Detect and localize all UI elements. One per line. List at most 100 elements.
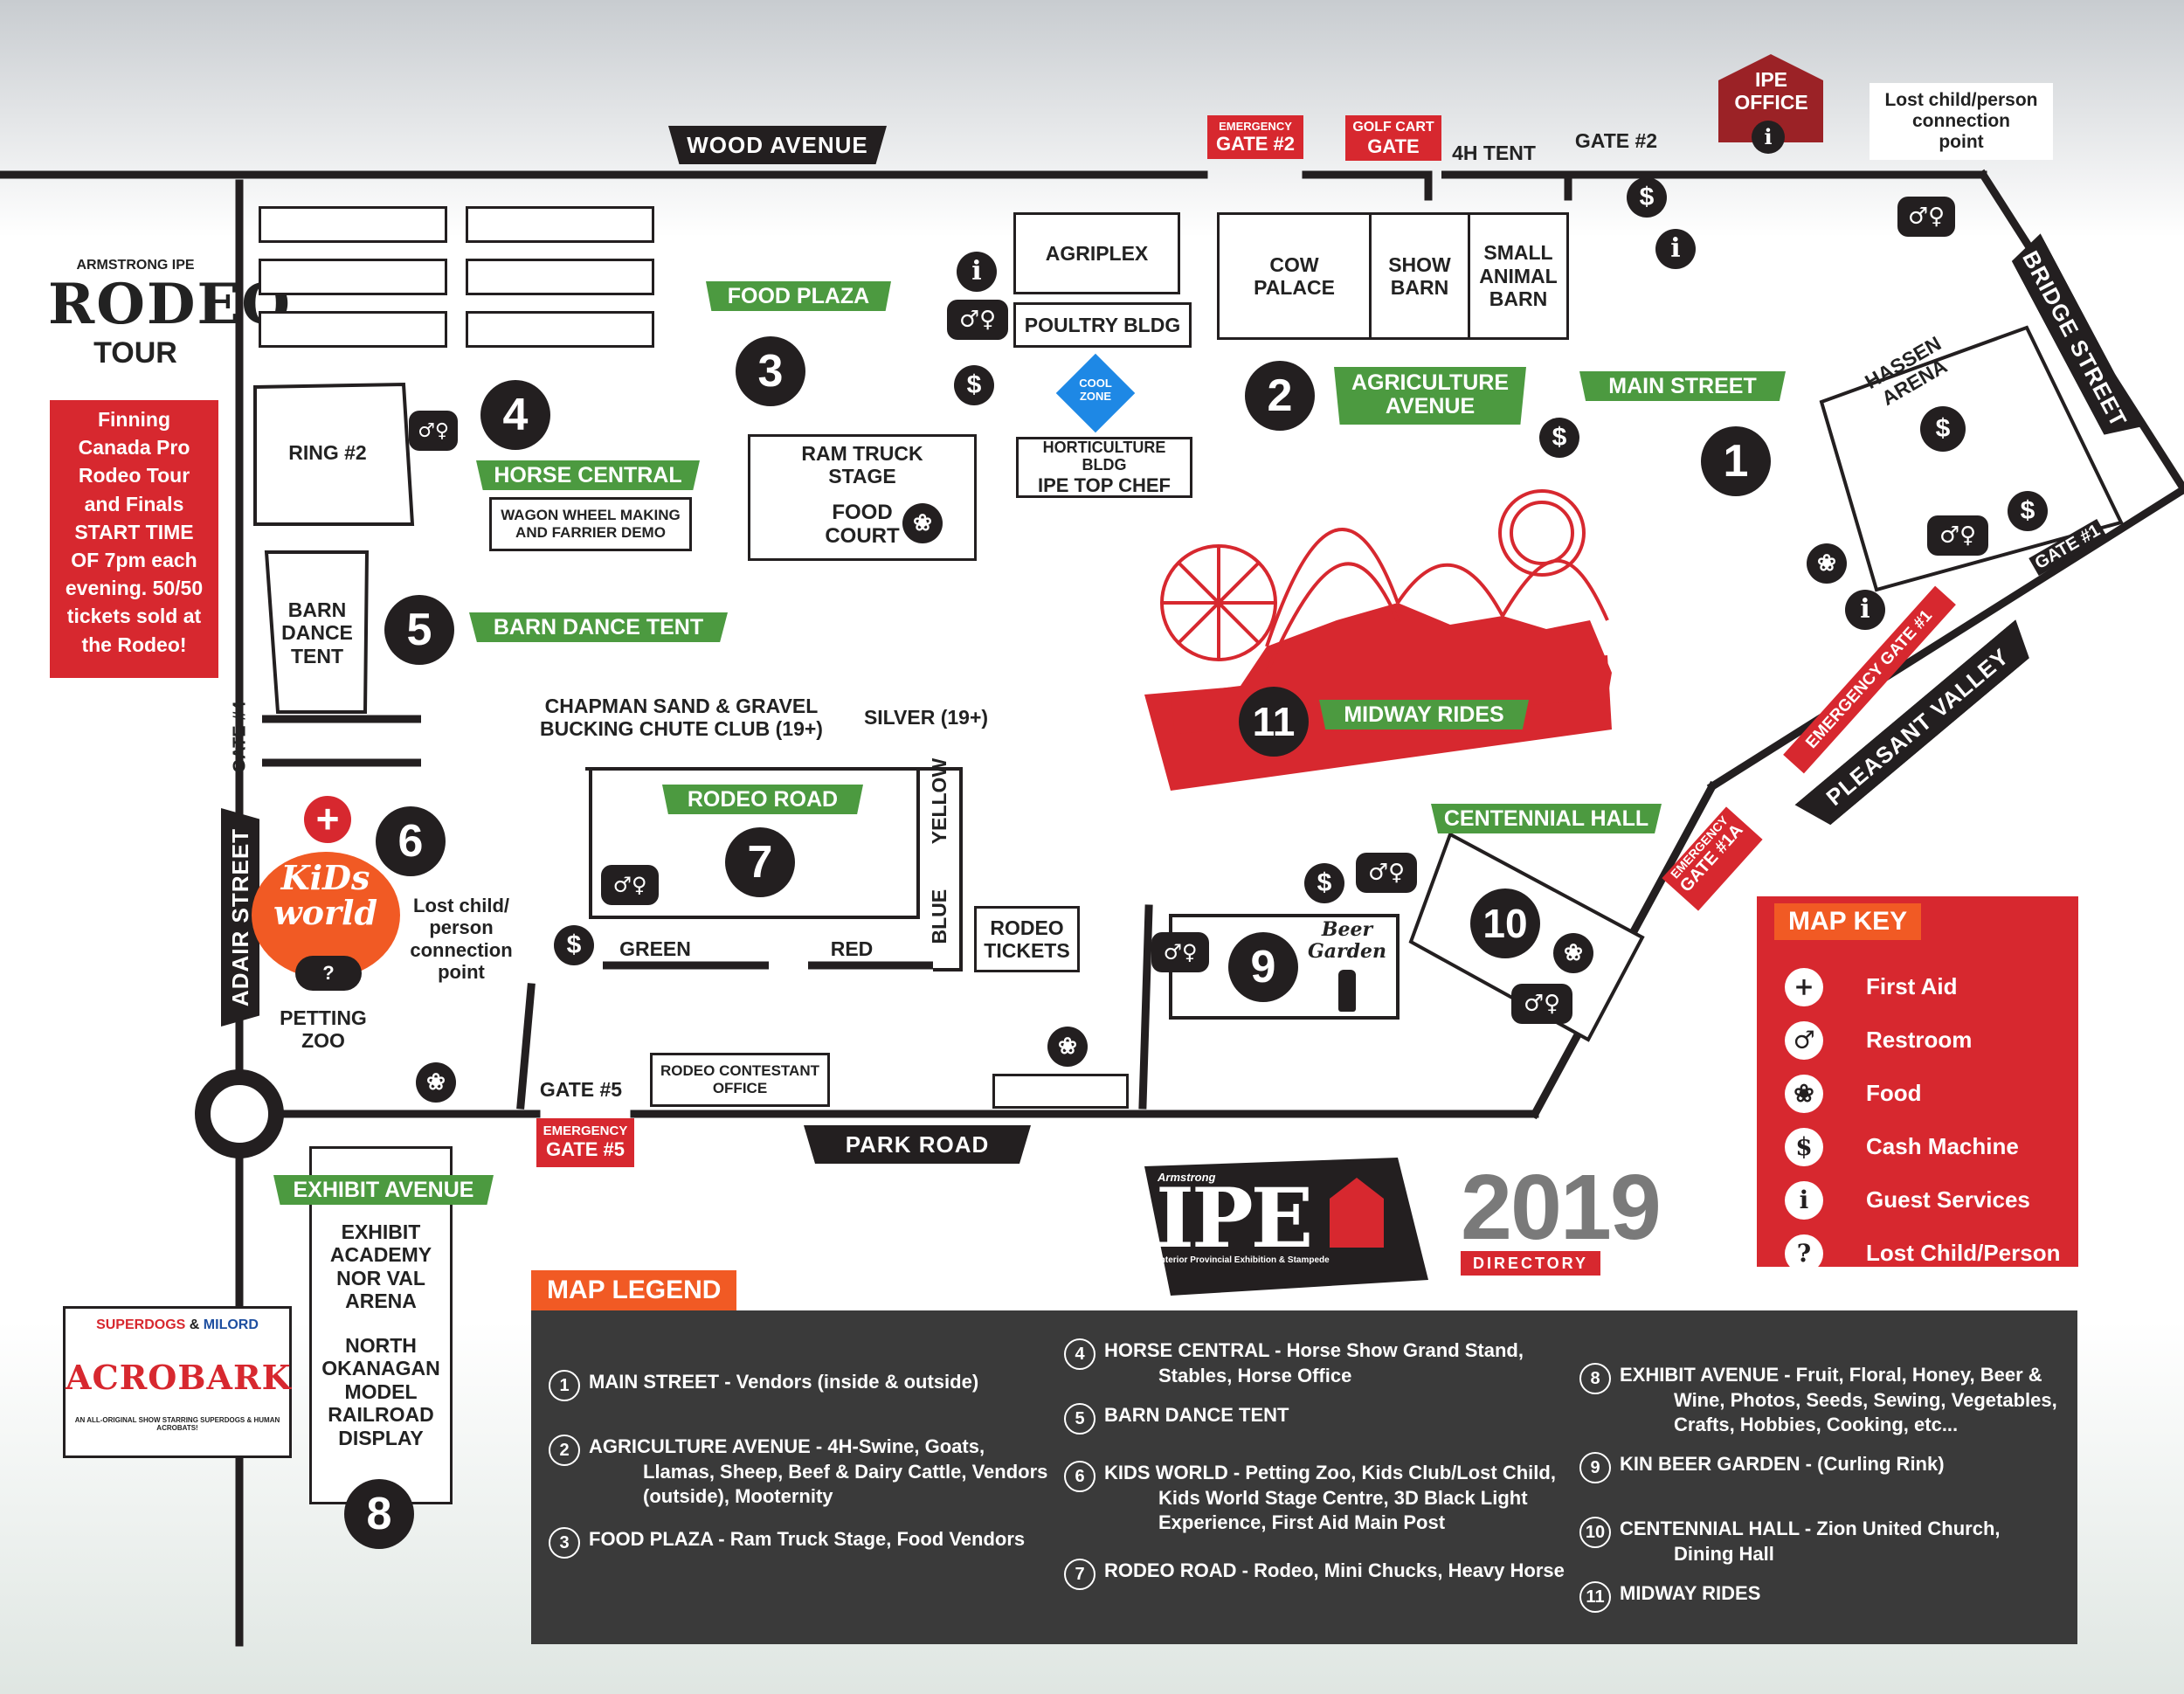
cash-machine-icon: $ xyxy=(1920,406,1966,452)
ipe-logo-big-text: IPE xyxy=(1156,1171,1313,1267)
restroom-icon: ♂♀ xyxy=(1356,853,1417,893)
info-icon: i xyxy=(1752,121,1785,154)
restroom-icon: ♂♀ xyxy=(947,300,1008,340)
yellow-seating: YELLOW xyxy=(927,757,950,845)
lost-child-kids-label: Lost child/ person connection point xyxy=(410,895,513,983)
barn-dance-tent-label: BARN DANCE TENT xyxy=(469,612,728,642)
barn-dance-tent-bldg: BARN DANCE TENT xyxy=(281,598,353,667)
lost-child-connection-top: Lost child/person connection point xyxy=(1870,83,2053,160)
stall-block xyxy=(466,259,654,295)
restroom-icon: ♂ xyxy=(1785,1021,1823,1060)
silver-seating: SILVER (19+) xyxy=(863,706,989,729)
beer-bottle-icon xyxy=(1338,970,1356,1012)
map-key-row: ?Lost Child/Person xyxy=(1757,1233,2078,1276)
area-8-marker[interactable]: 8 xyxy=(344,1479,414,1549)
map-key-title: MAP KEY xyxy=(1774,903,1922,940)
cash-machine-icon: $ xyxy=(1785,1128,1823,1166)
cash-machine-icon: $ xyxy=(554,925,594,965)
food-icon: ❀ xyxy=(1047,1027,1088,1067)
agriplex: AGRIPLEX xyxy=(1013,212,1180,294)
map-key-row: +First Aid xyxy=(1757,966,2078,1010)
food-icon: ❀ xyxy=(1785,1075,1823,1113)
stall-block xyxy=(466,206,654,243)
food-icon: ❀ xyxy=(1553,933,1593,973)
map-key-row: ♂Restroom xyxy=(1757,1020,2078,1063)
first-aid-icon: + xyxy=(304,796,351,843)
green-seating: GREEN xyxy=(619,937,691,960)
restroom-icon: ♂♀ xyxy=(1897,197,1955,237)
info-icon: i xyxy=(1845,590,1885,630)
ring-2-label: RING #2 xyxy=(288,441,367,464)
stall-block xyxy=(466,311,654,348)
lost-child-icon: ? xyxy=(295,956,362,991)
area-9-marker[interactable]: 9 xyxy=(1228,932,1298,1002)
food-icon: ❀ xyxy=(1807,543,1847,584)
area-3-marker[interactable]: 3 xyxy=(736,336,805,406)
food-plaza-label: FOOD PLAZA xyxy=(706,281,891,311)
cash-machine-icon: $ xyxy=(1304,863,1344,903)
horse-central-label: HORSE CENTRAL xyxy=(476,460,700,490)
midway-illustration xyxy=(1144,489,1612,791)
area-7-marker[interactable]: 7 xyxy=(725,827,795,897)
cash-machine-icon: $ xyxy=(1539,418,1579,458)
area-1-marker[interactable]: 1 xyxy=(1701,426,1771,496)
rodeo-road-label: RODEO ROAD xyxy=(662,785,863,814)
area-5-marker[interactable]: 5 xyxy=(384,595,454,665)
restroom-icon: ♂♀ xyxy=(1927,515,1988,556)
map-key-row: $Cash Machine xyxy=(1757,1126,2078,1170)
area-10-marker[interactable]: 10 xyxy=(1470,888,1540,958)
blue-seating: BLUE xyxy=(927,888,950,944)
area-11-marker[interactable]: 11 xyxy=(1239,687,1309,757)
rodeo-promo-box: Finning Canada Pro Rodeo Tour and Finals… xyxy=(50,400,218,678)
area-4-marker[interactable]: 4 xyxy=(480,380,550,450)
year-2019: 2019 xyxy=(1461,1156,1662,1259)
cash-machine-icon: $ xyxy=(1627,177,1667,218)
ipe-office-label: IPE OFFICE xyxy=(1734,68,1808,114)
cash-machine-icon: $ xyxy=(2008,491,2048,531)
acrobark-logo: SUPERDOGS & MILORD ACROBARK AN ALL-ORIGI… xyxy=(63,1306,292,1458)
main-street-label: MAIN STREET xyxy=(1579,371,1786,401)
info-icon: i xyxy=(1785,1181,1823,1220)
emergency-gate-5: EMERGENCY GATE #5 xyxy=(536,1118,634,1167)
restroom-icon: ♂♀ xyxy=(1151,932,1209,972)
first-aid-icon: + xyxy=(1785,968,1823,1006)
map-key: MAP KEY +First Aid ♂Restroom ❀Food $Cash… xyxy=(1757,896,2078,1273)
restroom-icon: ♂♀ xyxy=(409,411,458,451)
food-court-label: FOOD COURT xyxy=(825,500,900,549)
restroom-icon: ♂♀ xyxy=(601,865,659,905)
centennial-hall-label: CENTENNIAL HALL xyxy=(1431,804,1662,833)
area-6-marker[interactable]: 6 xyxy=(376,806,446,876)
stall-block xyxy=(259,259,447,295)
ipe-office-house xyxy=(1718,54,1823,142)
poultry-bldg: POULTRY BLDG xyxy=(1013,302,1192,348)
emergency-gate-2: EMERGENCY GATE #2 xyxy=(1207,115,1303,159)
gate-5-label: GATE #5 xyxy=(539,1078,623,1101)
food-icon: ❀ xyxy=(416,1062,456,1103)
stall-block xyxy=(259,206,447,243)
area-2-marker[interactable]: 2 xyxy=(1245,361,1315,431)
directory-label: DIRECTORY xyxy=(1461,1251,1600,1276)
gate-2-label: GATE #2 xyxy=(1574,129,1658,152)
stall-block xyxy=(259,311,447,348)
